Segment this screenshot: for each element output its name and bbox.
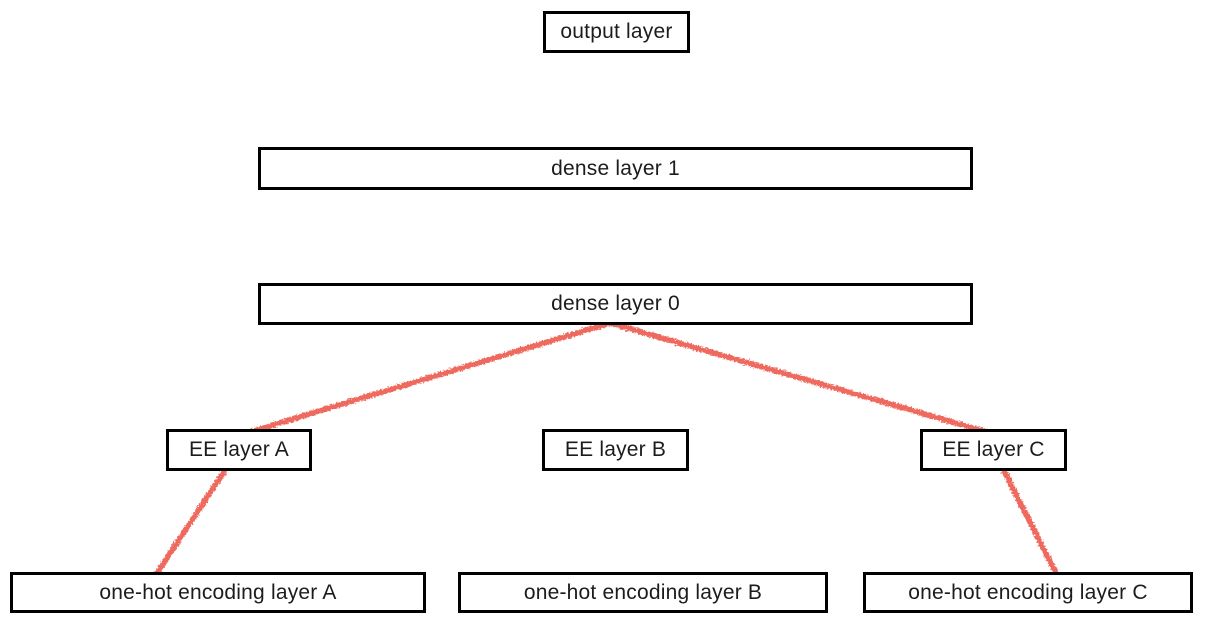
edge-dense0-ee-a [247, 320, 613, 435]
node-label: one-hot encoding layer C [908, 580, 1148, 604]
node-label: EE layer B [564, 438, 667, 461]
node-one-hot-encoding-layer-c: one-hot encoding layer C [863, 572, 1193, 613]
node-dense-layer-1: dense layer 1 [258, 147, 973, 190]
node-one-hot-encoding-layer-b: one-hot encoding layer B [458, 572, 828, 613]
node-label: EE layer C [942, 438, 1045, 461]
node-label: dense layer 1 [551, 156, 680, 180]
node-ee-layer-b: EE layer B [542, 429, 689, 471]
node-output-layer: output layer [543, 11, 690, 53]
node-label: one-hot encoding layer A [99, 580, 337, 604]
node-label: EE layer A [188, 438, 290, 461]
node-one-hot-encoding-layer-a: one-hot encoding layer A [10, 572, 426, 613]
node-dense-layer-0: dense layer 0 [258, 283, 973, 325]
node-label: output layer [560, 20, 673, 43]
edge-ee-a-onehot-a [152, 464, 230, 579]
node-label: one-hot encoding layer B [523, 580, 763, 604]
edge-dense0-ee-c [607, 320, 990, 435]
edge-ee-c-onehot-c [999, 464, 1060, 578]
node-label: dense layer 0 [551, 292, 680, 315]
node-ee-layer-a: EE layer A [166, 429, 312, 471]
node-ee-layer-c: EE layer C [920, 429, 1067, 471]
